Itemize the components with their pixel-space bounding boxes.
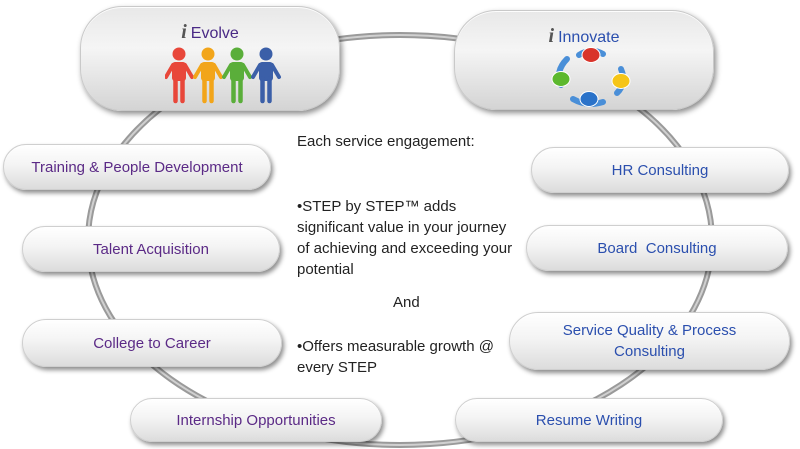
- point2-line: every STEP: [297, 359, 378, 376]
- center-point-1: •STEP by STEP™ adds significant value in…: [297, 196, 512, 280]
- pill-talent-acquisition[interactable]: Talent Acquisition: [22, 226, 280, 272]
- cycle-dot: [551, 71, 571, 87]
- pill-service-quality-process-consulting[interactable]: Service Quality & Process Consulting: [509, 312, 790, 370]
- point1-line: of achieving and exceeding your: [297, 240, 513, 257]
- pill-college-to-career[interactable]: College to Career: [22, 319, 282, 367]
- pill-resume-writing[interactable]: Resume Writing: [455, 398, 723, 442]
- cycle-arrows-icon: [551, 47, 631, 107]
- center-point-2: •Offers measurable growth @ every STEP: [297, 336, 494, 378]
- point1-line: •STEP by STEP™ adds: [297, 198, 457, 215]
- point2-line: •Offers measurable growth @: [297, 338, 494, 355]
- pill-training-people-development[interactable]: Training & People Development: [3, 144, 271, 190]
- pill-label: Training & People Development: [31, 158, 243, 176]
- pill-label: Internship Opportunities: [176, 411, 336, 429]
- point1-line: significant value in your journey: [297, 219, 507, 236]
- person-figure: [251, 47, 281, 104]
- cycle-dot: [611, 73, 631, 89]
- point1-line: potential: [297, 261, 354, 278]
- pill-internship-opportunities[interactable]: Internship Opportunities: [130, 398, 382, 442]
- pill-label: HR Consulting: [611, 161, 709, 179]
- person-figure: [193, 47, 223, 104]
- person-figure: [165, 47, 194, 104]
- pill-hr-consulting[interactable]: HR Consulting: [531, 147, 789, 193]
- people-holding-hands-icon: [165, 47, 281, 104]
- center-heading: Each service engagement:: [297, 133, 475, 150]
- center-and: And: [393, 294, 420, 311]
- pill-label: Talent Acquisition: [93, 240, 209, 258]
- cycle-dot: [579, 91, 599, 107]
- pill-label: Resume Writing: [535, 411, 643, 429]
- pill-board-consulting[interactable]: Board Consulting: [526, 225, 788, 271]
- innovate-label: Innovate: [558, 29, 620, 46]
- pill-label: College to Career: [93, 334, 211, 352]
- pill-label: Service Quality & Process Consulting: [562, 322, 737, 360]
- cycle-dot: [581, 47, 601, 63]
- evolve-label: Evolve: [190, 25, 239, 42]
- person-figure: [222, 47, 252, 104]
- pill-label: Board Consulting: [597, 239, 717, 257]
- innovate-i-mark: i: [548, 25, 555, 47]
- evolve-i-mark: i: [181, 21, 187, 43]
